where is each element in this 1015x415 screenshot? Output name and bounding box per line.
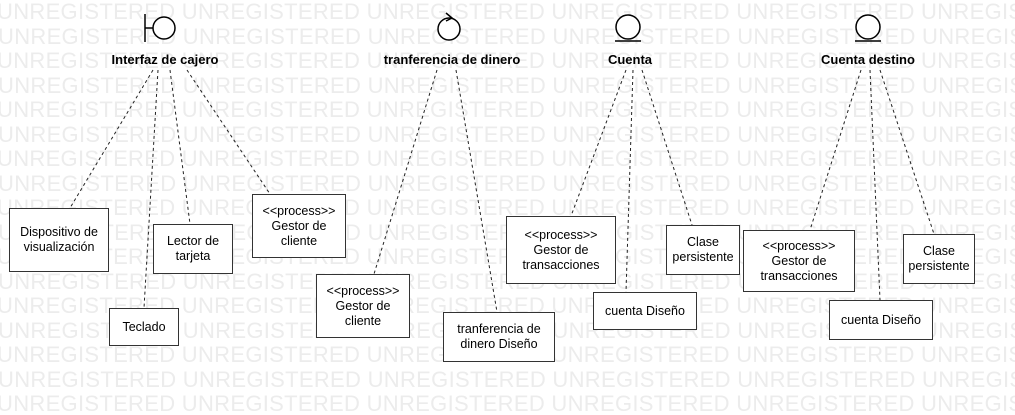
connector-line xyxy=(809,69,862,231)
connector-line xyxy=(570,69,627,217)
connector-line xyxy=(879,69,935,235)
connector-line xyxy=(373,69,438,275)
component-box[interactable]: cuenta Diseño xyxy=(829,300,933,340)
entity-icon xyxy=(615,14,641,42)
component-box[interactable]: Dispositivo de visualización xyxy=(9,208,109,272)
object-label: Cuenta destino xyxy=(821,52,915,67)
component-box[interactable]: Clase persistente xyxy=(903,234,975,284)
control-icon xyxy=(437,12,461,41)
component-box[interactable]: <<process>> Gestor de transacciones xyxy=(743,230,855,292)
object-label: Interfaz de cajero xyxy=(111,52,219,67)
component-box[interactable]: Teclado xyxy=(109,308,179,346)
component-box[interactable]: Clase persistente xyxy=(666,225,740,275)
component-box[interactable]: Lector de tarjeta xyxy=(153,224,233,274)
component-box[interactable]: <<process>> Gestor de cliente xyxy=(252,194,346,258)
object-label: tranferencia de dinero xyxy=(383,52,521,67)
component-box[interactable]: <<process>> Gestor de cliente xyxy=(316,274,410,338)
connector-line xyxy=(869,69,881,301)
connector-line xyxy=(641,69,693,226)
component-box[interactable]: <<process>> Gestor de transacciones xyxy=(506,216,616,284)
boundary-icon xyxy=(144,14,176,42)
connector-line xyxy=(186,69,271,195)
component-box[interactable]: tranferencia de dinero Diseño xyxy=(443,312,555,362)
entity-icon xyxy=(855,14,881,42)
connector-line xyxy=(169,69,191,225)
object-label: Cuenta xyxy=(607,52,653,67)
connector-line xyxy=(625,69,634,293)
connector-line xyxy=(455,69,498,313)
connector-line xyxy=(69,69,154,209)
connector-line xyxy=(143,69,159,309)
component-box[interactable]: cuenta Diseño xyxy=(593,292,697,330)
